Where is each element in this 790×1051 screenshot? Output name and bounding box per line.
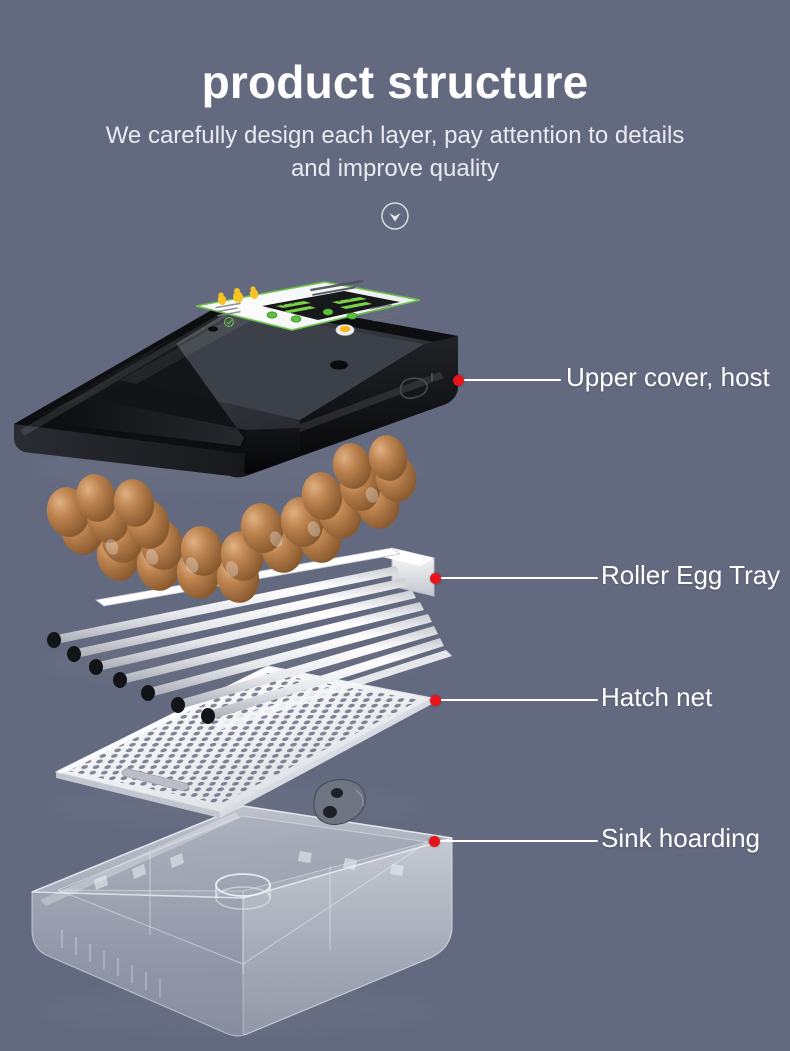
- control-panel: [195, 279, 421, 336]
- vent-hole: [208, 326, 218, 332]
- header: product structure We carefully design ea…: [0, 0, 790, 231]
- upper-cover-host-layer: [14, 279, 458, 478]
- chevron-down-circle-icon[interactable]: [380, 201, 410, 231]
- cable-port: [330, 360, 348, 370]
- callout-label-sink-hoarding: Sink hoarding: [601, 823, 760, 853]
- panel-buttons: [266, 308, 358, 323]
- chick-graphics: [217, 286, 259, 305]
- leader-line-roller-egg-tray: [435, 577, 598, 579]
- page-subtitle: We carefully design each layer, pay atte…: [105, 122, 685, 182]
- callout-dot-sink-hoarding: [429, 836, 440, 847]
- leader-line-hatch-net: [435, 699, 598, 701]
- egg-bed-layer: [46, 435, 417, 603]
- page-title: product structure: [201, 56, 589, 108]
- fan-motor-module: [313, 778, 366, 826]
- roller-bars: [47, 566, 444, 724]
- power-inlet-icon: [399, 373, 433, 400]
- certification-mark: [224, 317, 234, 327]
- callout-dot-hatch-net: [430, 695, 441, 706]
- power-knob: [335, 324, 355, 336]
- roller-egg-tray-layer: [47, 547, 452, 730]
- lcd-display: [262, 291, 400, 320]
- callout-dot-upper-cover-host: [453, 375, 464, 386]
- sink-fill-port: [215, 873, 271, 910]
- callout-label-roller-egg-tray: Roller Egg Tray: [601, 560, 781, 590]
- callout-label-upper-cover-host: Upper cover, host: [566, 362, 770, 392]
- sink-hoarding-layer: [31, 805, 453, 1037]
- leader-line-upper-cover-host: [458, 379, 561, 381]
- callout-dot-roller-egg-tray: [430, 573, 441, 584]
- leader-line-sink-hoarding: [434, 840, 598, 842]
- callout-label-hatch-net: Hatch net: [601, 682, 713, 712]
